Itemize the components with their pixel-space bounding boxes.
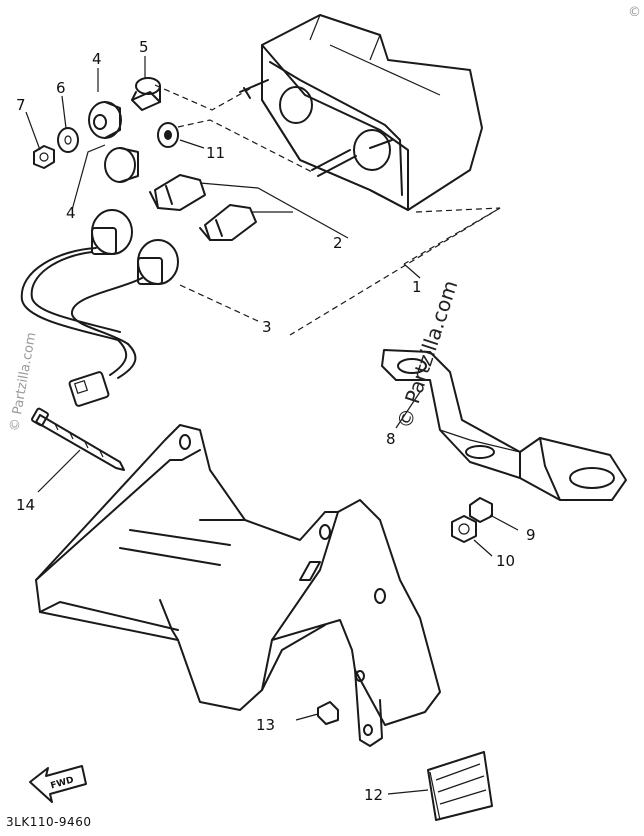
callout-7: 7 [16, 96, 26, 114]
callout-6: 6 [56, 79, 66, 97]
callout-1: 1 [412, 278, 422, 296]
forward-arrow-icon: FWD [29, 765, 87, 803]
callout-12: 12 [364, 786, 383, 804]
callout-3: 3 [262, 318, 272, 336]
watermark-side: © Partzilla.com [7, 331, 39, 432]
callout-labels: 1 2 3 4 4 5 6 7 8 9 10 11 12 13 14 [16, 38, 536, 804]
callout-10: 10 [496, 552, 515, 570]
grommet-part-4-upper [88, 101, 122, 139]
grommet-part-4-lower [104, 147, 139, 183]
nut-part-10 [451, 515, 477, 543]
nut-part-7 [33, 145, 55, 169]
callout-4-upper: 4 [92, 50, 102, 68]
leader-lines [25, 56, 519, 795]
callout-4-lower: 4 [66, 204, 76, 222]
callout-14: 14 [16, 496, 35, 514]
washer-nut-part-9 [469, 497, 493, 523]
callout-2: 2 [333, 234, 343, 252]
callout-11: 11 [206, 144, 225, 162]
collar-part-13 [317, 701, 339, 725]
diagram-code: 3LK110-9460 [6, 815, 91, 829]
cable-tie-part-14 [31, 407, 125, 471]
watermark-corner: © [628, 5, 641, 20]
bulb-part-2-upper [149, 174, 206, 211]
bracket-part-8 [381, 349, 627, 501]
bulb-part-2-lower [199, 204, 257, 241]
socket-cord-part-3 [20, 209, 179, 407]
callout-8: 8 [386, 430, 396, 448]
washer-part-6 [57, 127, 79, 153]
callout-9: 9 [526, 526, 536, 544]
callout-5: 5 [139, 38, 149, 56]
watermark-main: © Partzilla.com [392, 277, 463, 431]
screw-part-5 [131, 77, 161, 111]
washer-part-11 [157, 122, 179, 148]
taillight-housing [239, 14, 483, 211]
callout-13: 13 [256, 716, 275, 734]
reflector-part-12 [427, 751, 493, 821]
rear-fender [35, 424, 441, 747]
